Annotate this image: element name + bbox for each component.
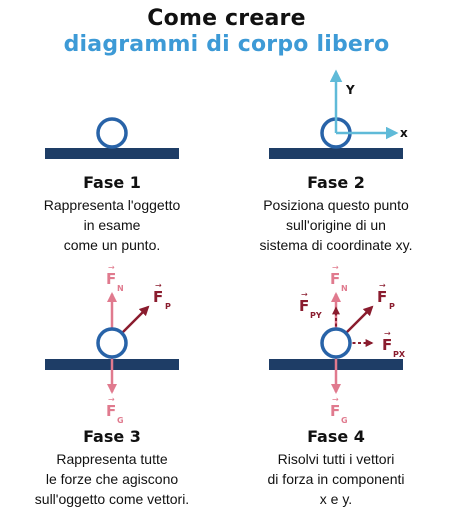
svg-text:→: → xyxy=(108,395,115,404)
step-line: in esame xyxy=(83,217,141,233)
object-point xyxy=(320,327,352,359)
force-symbol: F xyxy=(106,270,116,288)
label-force-p: → F P xyxy=(377,281,395,311)
force-subscript: P xyxy=(389,302,395,311)
svg-text:→: → xyxy=(379,281,386,290)
diagram-fase-4: → F N → F P → F PY → F PX → F G xyxy=(269,263,406,425)
label-force-px: → F PX xyxy=(382,329,406,359)
step-title: Fase 2 xyxy=(307,173,365,192)
svg-text:→: → xyxy=(108,263,115,272)
label-force-n: → F N xyxy=(330,263,348,293)
object-point xyxy=(96,327,128,359)
diagram-fase-1 xyxy=(45,117,179,159)
step-line: Posiziona questo punto xyxy=(263,197,409,213)
panel-fase-3: Fase 3 Rappresenta tutte le forze che ag… xyxy=(17,427,207,509)
step-line: sistema di coordinate xy. xyxy=(259,237,413,253)
step-line: Rappresenta tutte xyxy=(56,451,168,467)
force-subscript: N xyxy=(117,284,124,293)
step-title: Fase 4 xyxy=(307,427,365,446)
step-line: sull'origine di un xyxy=(286,217,386,233)
label-force-py: → F PY xyxy=(299,290,322,320)
step-title: Fase 1 xyxy=(83,173,141,192)
title-line-1: Come creare xyxy=(147,6,306,31)
diagram-fase-3: → F N → F P → F G xyxy=(45,263,179,425)
force-symbol: F xyxy=(106,402,116,420)
force-symbol: F xyxy=(153,288,163,306)
surface xyxy=(45,148,179,159)
panel-fase-1: Fase 1 Rappresenta l'oggetto in esame co… xyxy=(17,173,207,255)
panel-fase-2: Fase 2 Posiziona questo punto sull'origi… xyxy=(241,173,431,255)
label-force-g: → F G xyxy=(106,395,124,425)
svg-text:→: → xyxy=(332,395,339,404)
step-line: come un punto. xyxy=(63,237,161,253)
step-line: x e y. xyxy=(319,491,353,507)
svg-text:→: → xyxy=(384,329,391,338)
step-description: Risolvi tutti i vettori di forza in comp… xyxy=(241,449,431,509)
panel-fase-4: Fase 4 Risolvi tutti i vettori di forza … xyxy=(241,427,431,509)
object-point xyxy=(96,117,128,149)
svg-text:→: → xyxy=(155,281,162,290)
svg-text:→: → xyxy=(332,263,339,272)
step-description: Posiziona questo punto sull'origine di u… xyxy=(241,195,431,255)
step-description: Rappresenta l'oggetto in esame come un p… xyxy=(17,195,207,255)
svg-text:→: → xyxy=(301,290,308,299)
force-subscript: PX xyxy=(393,350,406,359)
surface xyxy=(269,148,403,159)
x-axis-label: x xyxy=(400,126,408,140)
step-description: Rappresenta tutte le forze che agiscono … xyxy=(17,449,207,509)
force-subscript: PY xyxy=(310,311,322,320)
step-line: le forze che agiscono xyxy=(45,471,179,487)
force-symbol: F xyxy=(299,297,309,315)
label-force-p: → F P xyxy=(153,281,171,311)
step-line: Rappresenta l'oggetto xyxy=(43,197,181,213)
force-subscript: P xyxy=(165,302,171,311)
force-subscript: G xyxy=(117,416,124,425)
force-subscript: G xyxy=(341,416,348,425)
step-title: Fase 3 xyxy=(83,427,141,446)
label-force-g: → F G xyxy=(330,395,348,425)
step-line: Risolvi tutti i vettori xyxy=(277,451,395,467)
step-line: di forza in componenti xyxy=(267,471,405,487)
step-line: sull'oggetto come vettori. xyxy=(34,491,190,507)
label-force-n: → F N xyxy=(106,263,124,293)
title-line-2: diagrammi di corpo libero xyxy=(63,32,390,57)
diagram-fase-2: Y x xyxy=(269,69,408,159)
force-symbol: F xyxy=(377,288,387,306)
force-symbol: F xyxy=(382,336,392,354)
y-axis-label: Y xyxy=(345,83,355,97)
force-subscript: N xyxy=(341,284,348,293)
force-symbol: F xyxy=(330,270,340,288)
force-symbol: F xyxy=(330,402,340,420)
